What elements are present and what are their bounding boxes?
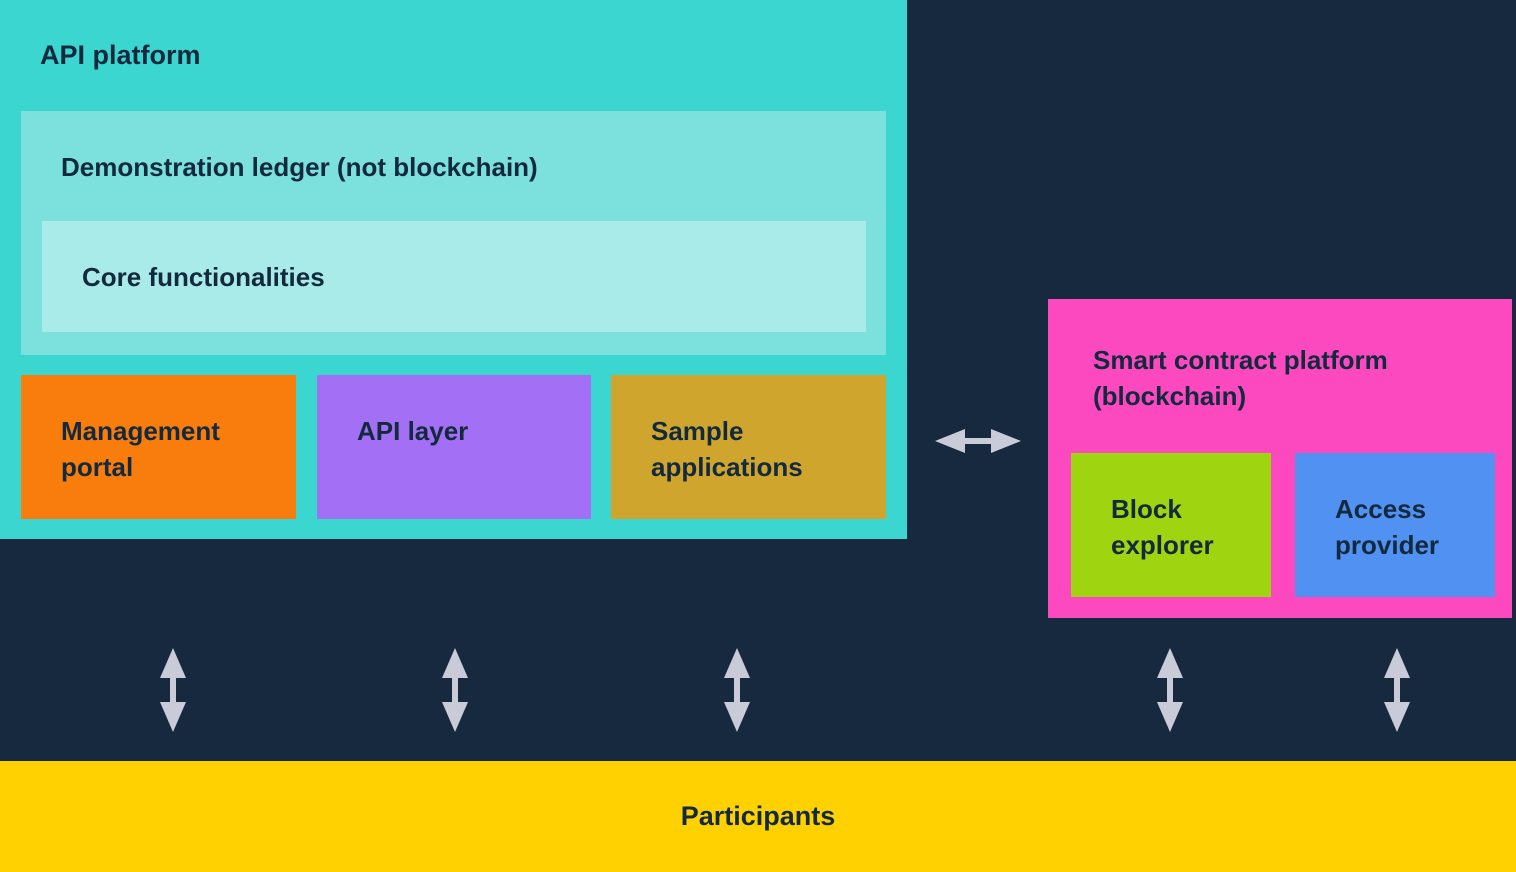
block-explorer-label: Block explorer [1111,494,1214,560]
management-portal-box: Management portal [21,375,296,519]
smart-contract-platform-title: Smart contract platform (blockchain) [1093,345,1388,411]
block-explorer-box: Block explorer [1071,453,1271,597]
vertical-double-arrow-icon [1157,648,1183,732]
vertical-double-arrow-icon [724,648,750,732]
core-functionalities-title: Core functionalities [82,262,325,292]
sample-applications-label: Sample applications [651,416,803,482]
access-provider-label: Access provider [1335,494,1440,560]
demonstration-ledger-box: Demonstration ledger (not blockchain) Co… [21,111,886,355]
smart-contract-platform-box: Smart contract platform (blockchain) Blo… [1048,299,1512,618]
sample-applications-box: Sample applications [611,375,886,519]
api-layer-box: API layer [317,375,591,519]
core-functionalities-box: Core functionalities [42,221,866,332]
api-platform-title: API platform [40,40,201,70]
vertical-double-arrow-icon [160,648,186,732]
vertical-double-arrow-icon [442,648,468,732]
api-platform-box: API platform Demonstration ledger (not b… [0,0,907,539]
vertical-double-arrow-icon [1384,648,1410,732]
access-provider-box: Access provider [1295,453,1495,597]
demonstration-ledger-title: Demonstration ledger (not blockchain) [61,152,538,182]
participants-bar: Participants [0,761,1516,872]
horizontal-double-arrow-icon [935,429,1021,453]
management-portal-label: Management portal [61,416,220,482]
api-layer-label: API layer [357,416,469,446]
participants-label: Participants [680,801,836,831]
